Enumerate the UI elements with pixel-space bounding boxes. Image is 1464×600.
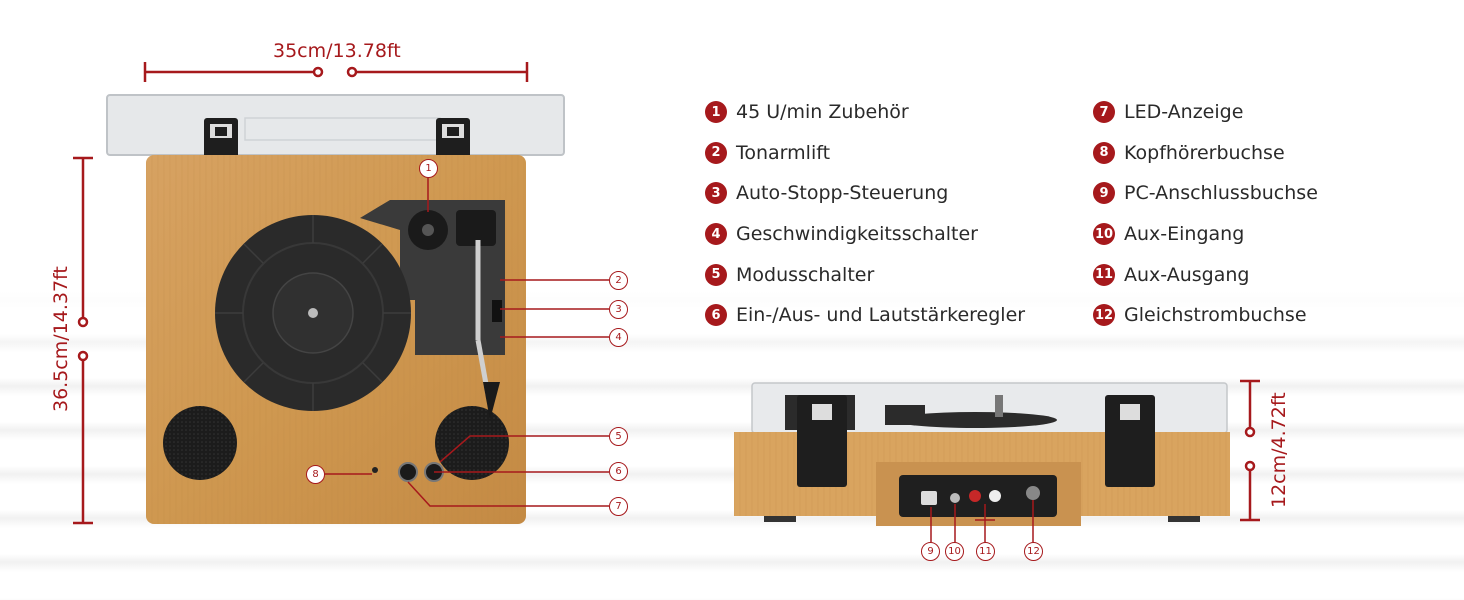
legend-label: 45 U/min Zubehör (736, 101, 909, 124)
legend-item: 4 Geschwindigkeitsschalter (705, 214, 1025, 255)
number-badge: 6 (705, 304, 727, 327)
legend-right: 7 LED-Anzeige 8 Kopfhörerbuchse 9 PC-Anschl… (1093, 92, 1318, 336)
lid (106, 94, 565, 156)
legend-item: 11 Aux-Ausgang (1093, 254, 1318, 295)
number-badge: 1 (705, 101, 727, 124)
hinge-left (204, 118, 238, 162)
callout-1: 1 (419, 159, 438, 178)
legend-item: 3 Auto-Stopp-Steuerung (705, 173, 1025, 214)
legend-label: Gleichstrombuchse (1124, 304, 1307, 327)
callout-11: 11 (976, 542, 995, 561)
top-view (73, 62, 609, 525)
number-badge: 11 (1093, 263, 1115, 286)
number-badge: 12 (1093, 304, 1115, 327)
legend-left: 1 45 U/min Zubehör 2 Tonarmlift 3 Auto-Stop… (705, 92, 1025, 336)
height-label: 12cm/4.72ft (1268, 392, 1290, 508)
callout-5: 5 (609, 427, 628, 446)
callout-7: 7 (609, 497, 628, 516)
width-dimension-line (143, 62, 529, 82)
legend-item: 10 Aux-Eingang (1093, 214, 1318, 255)
legend-label: LED-Anzeige (1124, 101, 1244, 124)
depth-dimension-line (73, 156, 93, 525)
legend-item: 5 Modusschalter (705, 254, 1025, 295)
legend-label: Aux-Ausgang (1124, 263, 1250, 286)
number-badge: 8 (1093, 141, 1115, 164)
legend-label: Ein-/Aus- und Lautstärkeregler (736, 304, 1026, 327)
legend-label: PC-Anschlussbuchse (1124, 182, 1318, 205)
legend-label: Auto-Stopp-Steuerung (736, 182, 949, 205)
front-view (734, 379, 1260, 542)
callout-12: 12 (1024, 542, 1043, 561)
number-badge: 4 (705, 223, 727, 246)
callout-6: 6 (609, 462, 628, 481)
number-badge: 9 (1093, 182, 1115, 205)
height-dimension-line (1240, 379, 1260, 522)
legend-label: Geschwindigkeitsschalter (736, 223, 978, 246)
number-badge: 2 (705, 141, 727, 164)
callout-3: 3 (609, 300, 628, 319)
width-label: 35cm/13.78ft (273, 40, 401, 62)
callout-10: 10 (945, 542, 964, 561)
callout-9: 9 (921, 542, 940, 561)
speaker-left (163, 406, 237, 480)
legend-item: 9 PC-Anschlussbuchse (1093, 173, 1318, 214)
number-badge: 10 (1093, 223, 1115, 246)
hinge-right (436, 118, 470, 162)
number-badge: 7 (1093, 101, 1115, 124)
legend-label: Tonarmlift (736, 141, 831, 164)
legend-item: 7 LED-Anzeige (1093, 92, 1318, 133)
legend-item: 2 Tonarmlift (705, 133, 1025, 174)
callout-2: 2 (609, 271, 628, 290)
legend-item: 8 Kopfhörerbuchse (1093, 133, 1318, 174)
legend-label: Kopfhörerbuchse (1124, 141, 1285, 164)
legend-label: Aux-Eingang (1124, 223, 1245, 246)
legend-item: 1 45 U/min Zubehör (705, 92, 1025, 133)
number-badge: 5 (705, 263, 727, 286)
depth-label: 36.5cm/14.37ft (50, 266, 72, 412)
callout-8: 8 (306, 465, 325, 484)
speaker-right (435, 406, 509, 480)
legend-label: Modusschalter (736, 263, 875, 286)
callout-4: 4 (609, 328, 628, 347)
number-badge: 3 (705, 182, 727, 205)
legend-item: 6 Ein-/Aus- und Lautstärkeregler (705, 295, 1025, 336)
legend-item: 12 Gleichstrombuchse (1093, 295, 1318, 336)
